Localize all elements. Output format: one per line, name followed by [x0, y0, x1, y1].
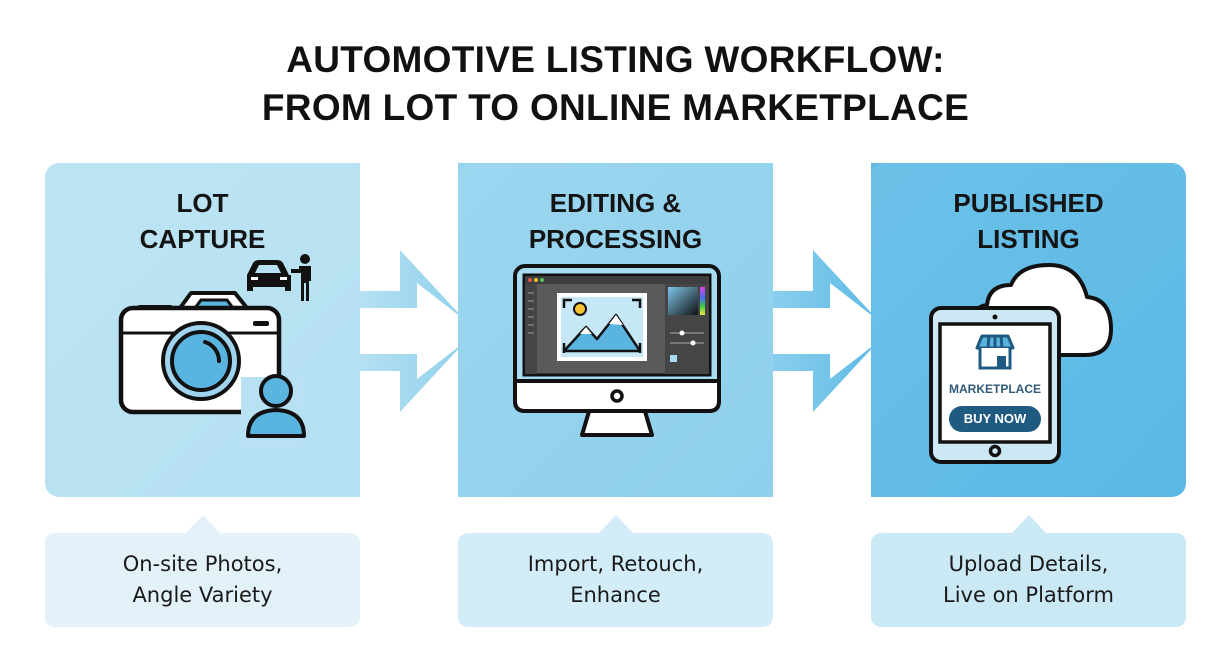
title-line-1: AUTOMOTIVE LISTING WORKFLOW:: [286, 39, 945, 80]
step-title: PUBLISHED LISTING: [953, 188, 1104, 254]
storefront-icon: [975, 334, 1015, 370]
step-title: LOT CAPTURE: [139, 188, 266, 254]
marketplace-label: MARKETPLACE: [949, 382, 1041, 396]
step-caption-published: Upload Details, Live on Platform: [871, 515, 1186, 627]
monitor-photo-editor-icon: [513, 264, 721, 437]
step-panel-published: PUBLISHED LISTING MARKETPLACE BUY NOW: [871, 163, 1186, 497]
page-title: AUTOMOTIVE LISTING WORKFLOW: FROM LOT TO…: [0, 36, 1231, 132]
step-caption-editing: Import, Retouch, Enhance: [458, 515, 773, 627]
step-caption-lot-capture: On-site Photos, Angle Variety: [45, 515, 360, 627]
step-title: EDITING & PROCESSING: [528, 188, 703, 254]
buy-now-button[interactable]: BUY NOW: [949, 406, 1041, 432]
step-panel-editing: EDITING & PROCESSING: [458, 163, 773, 497]
title-line-2: FROM LOT TO ONLINE MARKETPLACE: [261, 87, 970, 128]
camera-icon: [118, 254, 311, 447]
tablet-icon: MARKETPLACE BUY NOW: [929, 306, 1061, 464]
user-icon: [241, 374, 306, 447]
step-panel-lot-capture: LOT CAPTURE: [45, 163, 360, 497]
car-with-person-icon: [247, 254, 311, 301]
